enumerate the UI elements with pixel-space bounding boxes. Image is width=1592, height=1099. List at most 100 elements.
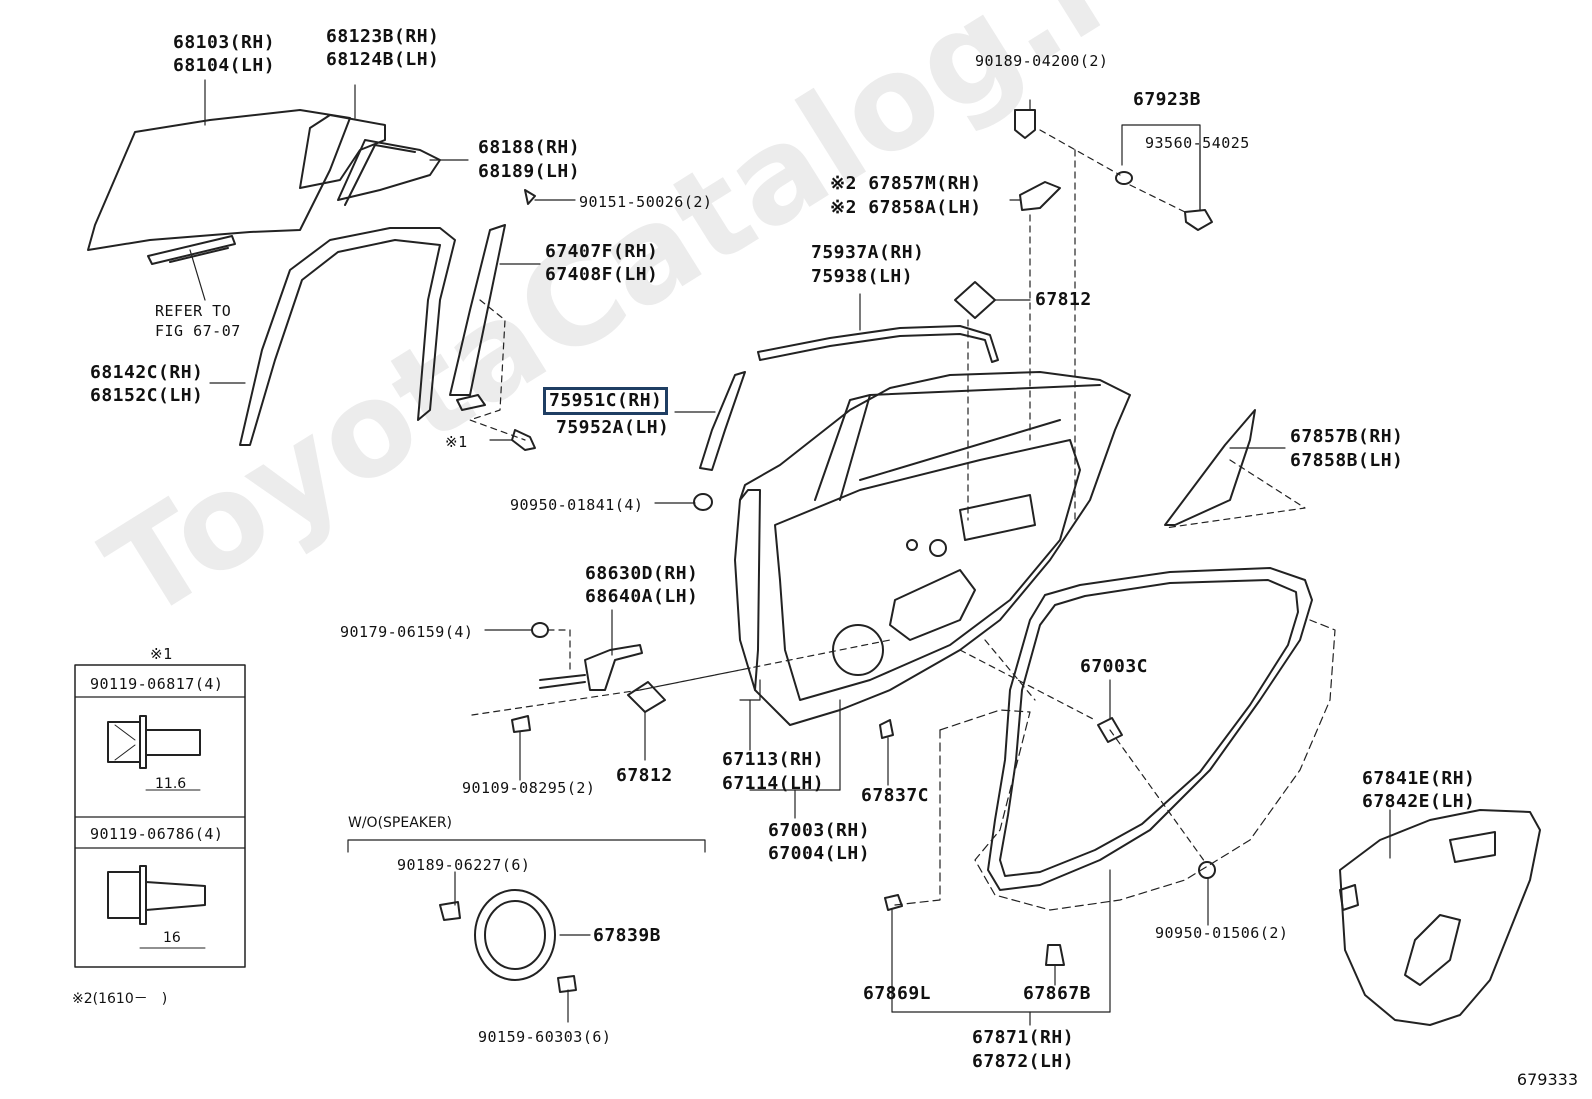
- inset-bolt2: 90119-06786(4): [90, 825, 224, 843]
- label-67842e: 67842E(LH): [1362, 791, 1476, 812]
- refer-part: [147, 235, 236, 265]
- label-67869l: 67869L: [863, 983, 932, 1004]
- door-cutout: [889, 569, 976, 641]
- leaders: [204, 79, 1391, 1026]
- label-68189: 68189(LH): [478, 161, 581, 182]
- refer-line2: FIG 67-07: [155, 322, 241, 340]
- wo-speaker-bracket: [347, 839, 706, 853]
- label-90950-01506: 90950-01506(2): [1155, 924, 1289, 942]
- quarter-glass: [299, 114, 386, 189]
- inset-box: [74, 664, 246, 968]
- patch-67812-b: [627, 681, 666, 713]
- label-67857b: 67857B(RH): [1290, 426, 1404, 447]
- cap-93560: [1115, 171, 1133, 185]
- door-glass: [87, 109, 351, 251]
- service-hole-cover: [1339, 809, 1541, 1026]
- clip-90189: [1014, 109, 1036, 139]
- door-check: [584, 644, 643, 691]
- inset-dim2: 16: [163, 930, 181, 946]
- label-67872: 67872(LH): [972, 1051, 1075, 1072]
- clip-67869l: [884, 894, 903, 911]
- trim-strip: [699, 371, 746, 471]
- label-90179: 90179-06159(4): [340, 623, 474, 641]
- bolt-flange-2: [107, 865, 206, 925]
- label-67867b: 67867B: [1023, 983, 1092, 1004]
- leader: [189, 249, 206, 301]
- inset-dim1: 11.6: [155, 776, 187, 792]
- label-67004: 67004(LH): [768, 843, 871, 864]
- patch-67812-a: [954, 281, 996, 319]
- label-67923b: 67923B: [1133, 89, 1202, 110]
- door-skin-edge: [739, 489, 761, 691]
- label-68152c: 68152C(LH): [90, 385, 204, 406]
- label-67837c: 67837C: [861, 785, 930, 806]
- speaker-hole: [832, 624, 884, 676]
- seal-dash: [939, 619, 1336, 911]
- label-67858a: ※2 67858A(LH): [830, 197, 982, 218]
- door-panel: [734, 371, 1131, 726]
- bolt-90109: [511, 715, 531, 733]
- clip-90189-06227: [439, 901, 461, 921]
- label-67114: 67114(LH): [722, 773, 825, 794]
- inset-title: ※1: [150, 645, 173, 663]
- weatherstrip: [987, 567, 1313, 891]
- label-68188: 68188(RH): [478, 137, 581, 158]
- label-75951c-highlight: 75951C(RH): [543, 387, 669, 415]
- label-68630d: 68630D(RH): [585, 563, 699, 584]
- quarter-weatherstrip: [337, 139, 441, 206]
- inset-note: ※2(1610－ ): [72, 991, 168, 1007]
- label-67113: 67113(RH): [722, 749, 825, 770]
- label-67812-bottom: 67812: [616, 765, 673, 786]
- label-68124b: 68124B(LH): [326, 49, 440, 70]
- grommet-90950-a: [693, 493, 713, 511]
- label-68123b: 68123B(RH): [326, 26, 440, 47]
- label-67003: 67003(RH): [768, 820, 871, 841]
- grommet-90950-b: [1198, 861, 1216, 879]
- clip-67837c: [879, 719, 894, 739]
- label-67857m: ※2 67857M(RH): [830, 173, 982, 194]
- label-67408f: 67408F(LH): [545, 264, 659, 285]
- screw-90159: [557, 975, 577, 993]
- label-68142c: 68142C(RH): [90, 362, 204, 383]
- label-67839b: 67839B: [593, 925, 662, 946]
- label-67841e: 67841E(RH): [1362, 768, 1476, 789]
- label-67003c: 67003C: [1080, 656, 1149, 677]
- label-90151: 90151-50026(2): [579, 193, 713, 211]
- label-93560: 93560-54025: [1145, 134, 1250, 152]
- clip-67867b: [1045, 944, 1065, 966]
- label-67812-top: 67812: [1035, 289, 1092, 310]
- screw-67923: [1184, 209, 1213, 231]
- label-90950-01841: 90950-01841(4): [510, 496, 644, 514]
- dashed-link: [469, 299, 526, 441]
- label-75952a: 75952A(LH): [556, 417, 670, 438]
- bolt-90179: [531, 622, 549, 638]
- label-x1: ※1: [445, 433, 468, 451]
- label-67407f: 67407F(RH): [545, 241, 659, 262]
- plug-67003c: [1097, 717, 1123, 743]
- label-75938: 75938(LH): [811, 266, 914, 287]
- label-67858b: 67858B(LH): [1290, 450, 1404, 471]
- label-90109: 90109-08295(2): [462, 779, 596, 797]
- rear-channel: [449, 224, 506, 411]
- door-inner: [774, 439, 1081, 701]
- door-frame: [814, 384, 1101, 501]
- inset-bolt1: 90119-06817(4): [90, 675, 224, 693]
- speaker-ring: [474, 889, 556, 981]
- label-68640a: 68640A(LH): [585, 586, 699, 607]
- label-90189-06227: 90189-06227(6): [397, 856, 531, 874]
- label-75937a: 75937A(RH): [811, 242, 925, 263]
- refer-line1: REFER TO: [155, 302, 232, 320]
- label-68104: 68104(LH): [173, 55, 276, 76]
- label-wo-speaker: W/O(SPEAKER): [348, 815, 453, 831]
- label-68103: 68103(RH): [173, 32, 276, 53]
- belt-moulding: [757, 325, 999, 363]
- bolt-x1: [511, 429, 536, 451]
- label-90189-04200: 90189-04200(2): [975, 52, 1109, 70]
- triangle-67857b: [1164, 409, 1256, 526]
- run-channel: [239, 227, 456, 446]
- screw-90151: [524, 189, 536, 205]
- bolt-flange-1: [107, 715, 201, 769]
- label-67871: 67871(RH): [972, 1027, 1075, 1048]
